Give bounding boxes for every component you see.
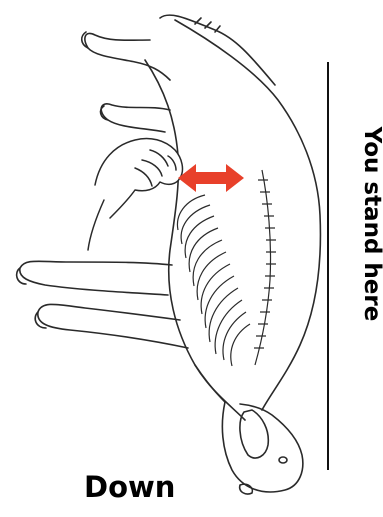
dog-rear-leg-lower — [101, 104, 170, 132]
dog-neck-outline — [195, 365, 225, 402]
dog-front-leg-upper — [20, 261, 172, 295]
dog-head-outline — [222, 402, 302, 492]
dog-spine — [254, 170, 276, 365]
dog-tail-fur — [195, 18, 220, 32]
dog-tail — [160, 15, 275, 85]
down-label: Down — [84, 470, 175, 504]
dog-ear — [240, 410, 268, 458]
dog-eye — [279, 457, 287, 463]
you-stand-here-label: You stand here — [359, 127, 383, 322]
hand-palpating-icon — [88, 138, 182, 250]
dog-rear-leg-upper — [85, 33, 170, 80]
dog-ribcage — [177, 195, 250, 366]
dog-front-leg-lower — [38, 304, 188, 348]
double-headed-arrow-icon — [178, 164, 244, 192]
dog-illustration — [17, 15, 321, 494]
dog-back-outline — [175, 20, 320, 410]
dog-paw-front — [17, 268, 46, 328]
